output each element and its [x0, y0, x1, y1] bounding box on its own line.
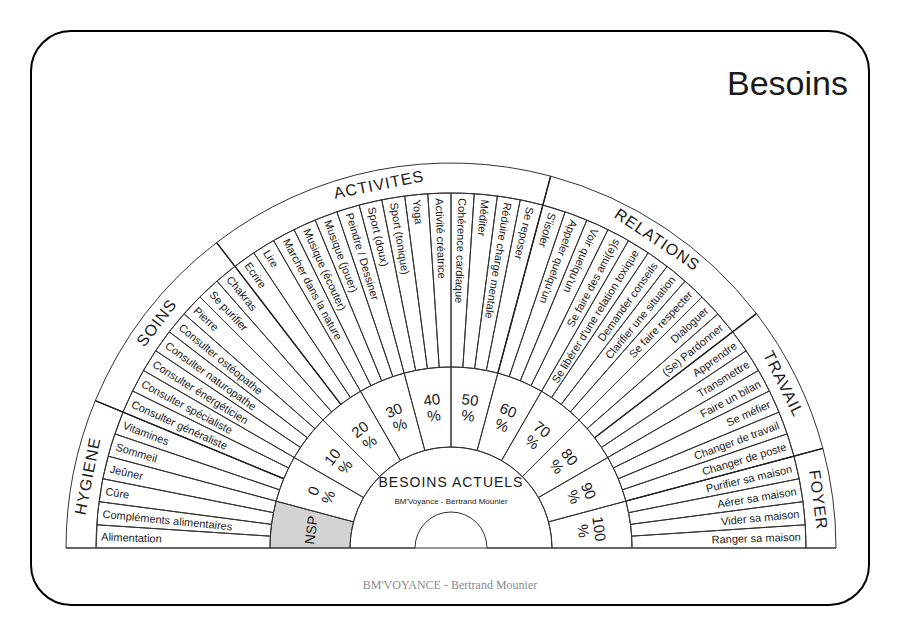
footer-label: BM'VOYANCE - Bertrand Mounier — [0, 578, 900, 593]
node-text: 10 % — [321, 446, 357, 479]
fan-chart — [66, 163, 836, 548]
node-text: Ranger sa maison — [711, 530, 801, 547]
node-text: Cohérence cardiaque — [452, 198, 469, 304]
item-segment — [428, 193, 451, 367]
node-text: 40 % — [422, 391, 443, 425]
node-text: NSP — [301, 514, 321, 545]
percent-segment: 100 % — [573, 515, 608, 544]
percent-segment: 70 % — [520, 418, 553, 454]
item-segment: Ranger sa maison — [632, 529, 806, 549]
center-ring: BESOINS ACTUELS BM'Voyance - Bertrand Mou… — [371, 473, 531, 507]
percent-segment — [270, 501, 353, 548]
center-ring — [350, 447, 552, 548]
item-segment — [632, 525, 806, 548]
nsp-fill — [270, 501, 353, 548]
percent-segment: 60 % — [491, 400, 519, 436]
node-text: 50 % — [459, 391, 480, 425]
node-text: 0 % — [303, 482, 338, 507]
item-segment: Cohérence cardiaque — [450, 193, 470, 367]
node-text: Compléments alimentaires — [102, 507, 233, 534]
node-text: 90 % — [563, 480, 599, 508]
category-band: HYGIENE — [72, 435, 105, 516]
category-band: ACTIVITES — [332, 167, 425, 203]
node-text: Vider sa maison — [720, 507, 800, 529]
percent-segment — [549, 501, 632, 548]
node-text: BESOINS ACTUELS — [371, 473, 531, 491]
node-text: Sommeil — [114, 440, 159, 466]
percent-segment: 50 % — [459, 391, 480, 425]
percent-segment: 90 % — [563, 480, 599, 508]
node-text: 60 % — [491, 400, 519, 436]
node-text: Lire — [260, 247, 282, 270]
percent-segment: 80 % — [545, 446, 581, 479]
percent-segment: 20 % — [349, 418, 382, 454]
nsp-segment: NSP — [301, 514, 321, 545]
node-text: Se reposer — [511, 206, 537, 262]
item-segment — [108, 434, 280, 501]
node-text: BM'Voyance - Bertrand Mounier — [371, 497, 531, 507]
percent-segment: 30 % — [383, 400, 411, 436]
node-text: 80 % — [545, 446, 581, 479]
node-text: Yoga — [410, 199, 426, 225]
node-text: ACTIVITES — [332, 167, 425, 203]
percent-segment: 0 % — [303, 482, 338, 507]
node-text: 20 % — [349, 418, 382, 454]
item-segment — [451, 193, 474, 367]
category-band: FOYER — [805, 469, 831, 531]
title: Besoins — [727, 64, 848, 103]
percent-segment: 10 % — [321, 446, 357, 479]
card-border — [31, 31, 869, 605]
item-segment: Alimentation — [96, 529, 270, 549]
percent-segment — [404, 367, 451, 450]
node-text: 70 % — [520, 418, 553, 454]
node-text: S'isoler — [536, 211, 560, 249]
node-text: 30 % — [383, 400, 411, 436]
node-text: Alimentation — [101, 530, 162, 546]
node-text: Méditer — [475, 199, 493, 237]
item-segment — [382, 196, 428, 370]
node-text: Jeûner — [109, 462, 145, 483]
percent-segment — [451, 367, 498, 450]
item-segment: Activité créatrice — [432, 193, 452, 367]
node-text: 100 % — [573, 515, 608, 544]
node-text: Cûre — [105, 484, 131, 502]
node-text: HYGIENE — [72, 435, 105, 516]
item-segment — [475, 196, 521, 370]
node-text: FOYER — [805, 469, 831, 531]
base-line — [66, 548, 836, 549]
node-text: Activité créatrice — [433, 198, 450, 279]
percent-segment: 40 % — [422, 391, 443, 425]
